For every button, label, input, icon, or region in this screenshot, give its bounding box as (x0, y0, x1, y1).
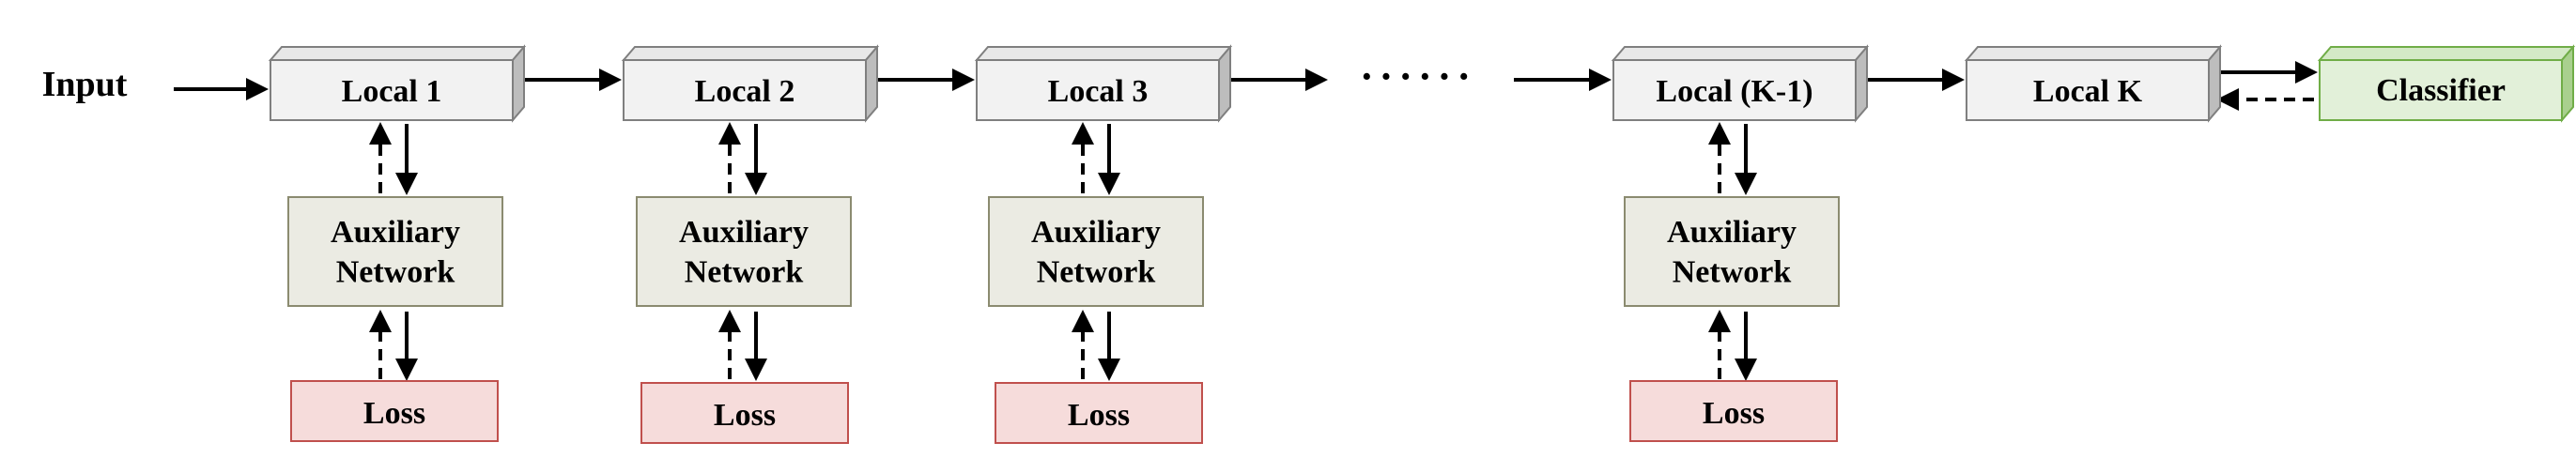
local-2-label: Local 2 (695, 74, 795, 109)
loss-k-1-label: Loss (1703, 396, 1765, 431)
local-k-1-label: Local (K-1) (1656, 74, 1812, 109)
classifier-block: Classifier (2317, 44, 2576, 123)
input-label: Input (42, 65, 128, 104)
local-block-k-1: Local (K-1) (1611, 44, 1870, 123)
local-block-k: Local K (1964, 44, 2223, 123)
loss-1-label: Loss (363, 396, 425, 431)
loss-box-1: Loss (290, 380, 499, 442)
local-block-3: Local 3 (974, 44, 1233, 123)
loss-box-k-1: Loss (1629, 380, 1838, 442)
loss-2-label: Loss (714, 398, 776, 433)
classifier-label: Classifier (2376, 73, 2506, 108)
flow-arrows (174, 61, 2318, 111)
ellipsis: ······ (1360, 53, 1476, 99)
local-block-2: Local 2 (621, 44, 880, 123)
vertical-arrows (369, 122, 1757, 381)
loss-3-label: Loss (1068, 398, 1130, 433)
local-1-label: Local 1 (342, 74, 442, 109)
loss-box-2: Loss (640, 382, 849, 444)
local-k-label: Local K (2033, 74, 2143, 109)
local-block-1: Local 1 (268, 44, 527, 123)
local-3-label: Local 3 (1048, 74, 1149, 109)
loss-box-3: Loss (995, 382, 1203, 444)
